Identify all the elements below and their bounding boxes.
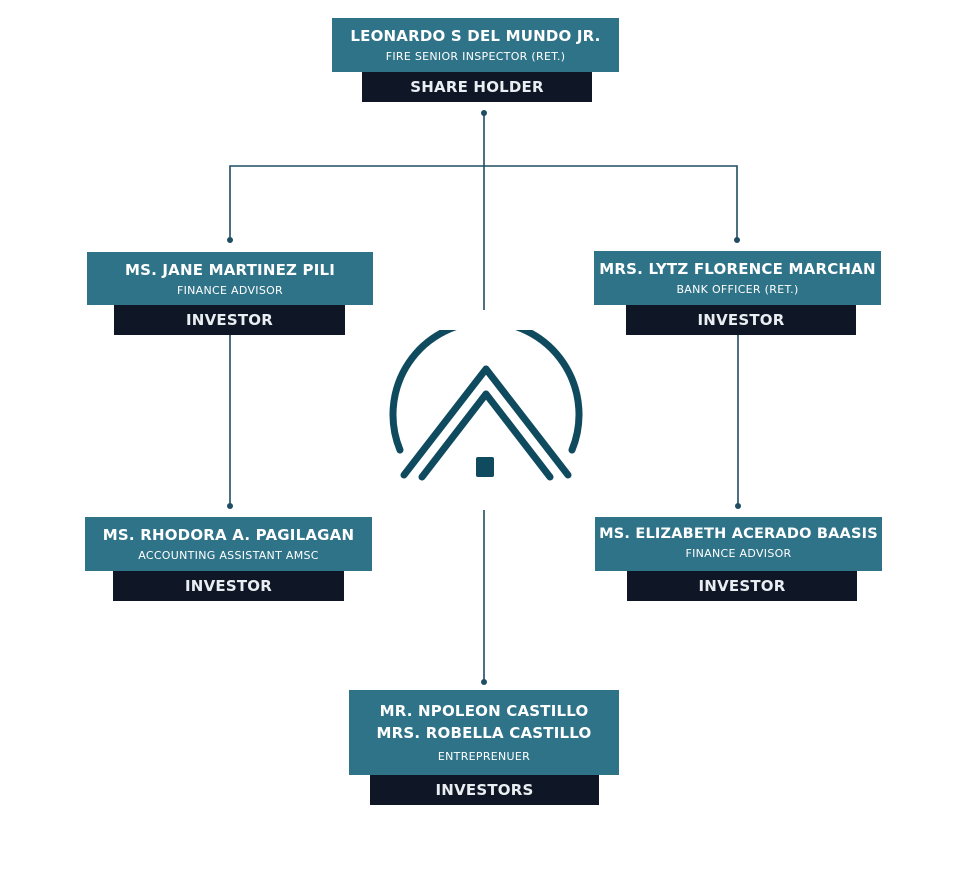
connector-dot bbox=[227, 237, 233, 243]
node-subtitle: FIRE SENIOR INSPECTOR (RET.) bbox=[385, 50, 566, 63]
node-name: MS. RHODORA A. PAGILAGAN bbox=[102, 526, 355, 544]
connector-top-branch bbox=[229, 165, 738, 240]
node-left-1-card: MS. JANE MARTINEZ PILI FINANCE ADVISOR bbox=[87, 252, 373, 305]
node-name-line-2: MRS. ROBELLA CASTILLO bbox=[376, 724, 592, 742]
connector-dot bbox=[481, 679, 487, 685]
node-subtitle: FINANCE ADVISOR bbox=[685, 547, 792, 560]
node-bottom-role: INVESTORS bbox=[370, 775, 599, 805]
node-subtitle: BANK OFFICER (RET.) bbox=[676, 283, 799, 296]
node-subtitle: FINANCE ADVISOR bbox=[176, 284, 284, 297]
node-left-2-card: MS. RHODORA A. PAGILAGAN ACCOUNTING ASSI… bbox=[85, 517, 372, 571]
node-name: MS. JANE MARTINEZ PILI bbox=[124, 261, 336, 279]
node-right-2-card: MS. ELIZABETH ACERADO BAASIS FINANCE ADV… bbox=[595, 517, 882, 571]
node-subtitle: ACCOUNTING ASSISTANT AMSC bbox=[138, 549, 319, 562]
connector-dot bbox=[734, 237, 740, 243]
node-top-role: SHARE HOLDER bbox=[362, 72, 592, 102]
node-subtitle: ENTREPRENUER bbox=[437, 750, 531, 763]
node-name: MS. ELIZABETH ACERADO BAASIS bbox=[599, 526, 878, 542]
connector-dot bbox=[227, 503, 233, 509]
node-left-1-role: INVESTOR bbox=[114, 305, 345, 335]
node-name: LEONARDO S DEL MUNDO JR. bbox=[350, 27, 601, 45]
node-right-2-role: INVESTOR bbox=[627, 571, 857, 601]
node-left-2-role: INVESTOR bbox=[113, 571, 344, 601]
node-name: MRS. LYTZ FLORENCE MARCHAN bbox=[599, 260, 876, 278]
node-bottom-card: MR. NPOLEON CASTILLO MRS. ROBELLA CASTIL… bbox=[349, 690, 619, 775]
node-right-1-role: INVESTOR bbox=[626, 305, 856, 335]
connector-dot bbox=[735, 503, 741, 509]
node-top-card: LEONARDO S DEL MUNDO JR. FIRE SENIOR INS… bbox=[332, 18, 619, 72]
node-right-1-card: MRS. LYTZ FLORENCE MARCHAN BANK OFFICER … bbox=[594, 251, 881, 305]
house-arch-icon bbox=[389, 330, 583, 481]
node-name-line-1: MR. NPOLEON CASTILLO bbox=[379, 702, 589, 720]
connector-dot bbox=[481, 110, 487, 116]
